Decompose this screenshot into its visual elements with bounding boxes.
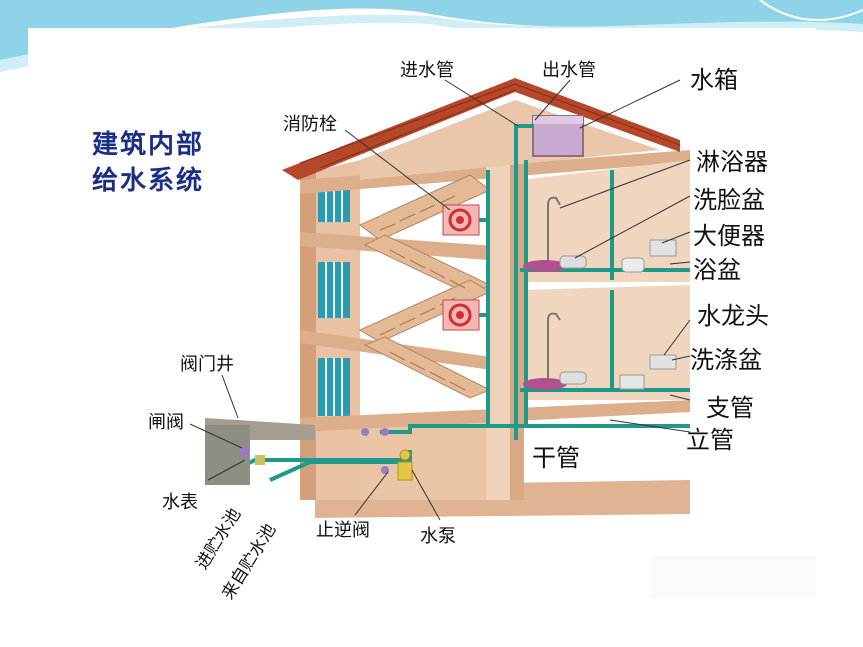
shower-lower — [547, 312, 561, 385]
blank-overlay-box — [650, 556, 816, 598]
main-valve-1 — [361, 428, 369, 436]
middle-floor-deck — [520, 285, 690, 400]
water-tank-shade — [533, 116, 583, 124]
label-bathtub: 浴盆 — [693, 256, 741, 284]
label-outlet-pipe: 出水管 — [542, 60, 596, 81]
inlet-riser-pipe — [514, 124, 533, 440]
label-shower: 淋浴器 — [696, 148, 768, 176]
window-bars — [325, 186, 343, 416]
label-inlet-pipe: 进水管 — [400, 60, 454, 81]
diagram-title-line2: 给水系统 — [92, 166, 205, 196]
shower-upper — [547, 196, 561, 265]
roof-tiles — [299, 83, 681, 169]
faucet-lower — [649, 354, 677, 370]
roof — [282, 78, 680, 180]
attic-wall — [360, 100, 660, 180]
sink-lower — [619, 374, 645, 390]
diagram-title-line1: 建筑内部 — [92, 130, 205, 160]
stair-steps — [379, 195, 466, 391]
label-toilet: 大便器 — [693, 222, 765, 250]
washbasin-upper — [559, 255, 587, 269]
pump — [397, 449, 413, 481]
leader-lines — [189, 79, 691, 521]
upper-floor-deck — [520, 160, 690, 282]
check-valve — [381, 466, 389, 474]
bathtub-upper — [523, 260, 567, 272]
label-valve-well: 阀门井 — [180, 354, 234, 375]
washbasin-lower — [559, 371, 587, 385]
label-gate-valve: 闸阀 — [148, 412, 184, 433]
label-branch-pipe: 支管 — [706, 394, 754, 422]
label-main-pipe: 干管 — [532, 444, 580, 472]
label-pump: 水泵 — [420, 526, 456, 547]
fire-hydrant-lower — [442, 299, 480, 331]
gate-valve — [239, 447, 249, 457]
label-riser-pipe: 立管 — [686, 426, 734, 454]
water-meter — [255, 455, 265, 465]
toilet-upper — [621, 257, 645, 273]
label-sink: 洗涤盆 — [690, 346, 762, 374]
label-faucet: 水龙头 — [697, 302, 769, 330]
fire-hydrant-upper — [442, 204, 480, 236]
label-fire-hydrant: 消防栓 — [283, 114, 337, 135]
bathtub-lower — [523, 378, 567, 390]
main-valve-2 — [381, 428, 389, 436]
label-washbasin: 洗脸盆 — [693, 186, 765, 214]
basement-block — [315, 418, 520, 500]
label-water-tank: 水箱 — [690, 66, 738, 94]
label-check-valve: 止逆阀 — [316, 520, 370, 541]
main-pipe — [380, 424, 690, 434]
label-water-meter: 水表 — [162, 492, 198, 513]
toilet-tank-upper — [649, 239, 677, 257]
